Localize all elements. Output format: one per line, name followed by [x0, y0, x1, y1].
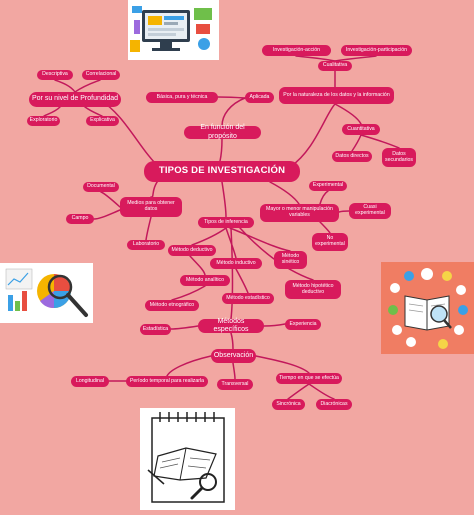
- node-medios[interactable]: Medios para obtener datos: [120, 197, 182, 217]
- node-no-experimental[interactable]: No experimental: [312, 233, 348, 251]
- node-cuasi-experimental[interactable]: Cuasi experimental: [349, 203, 391, 219]
- connector-line: [166, 355, 212, 377]
- node-metodo-hipotetico[interactable]: Método hipotético deductivo: [285, 280, 341, 299]
- connector-line: [229, 227, 291, 252]
- connector-line: [221, 181, 227, 218]
- connector-line: [219, 138, 223, 162]
- node-campo[interactable]: Campo: [66, 214, 94, 224]
- connector-line: [269, 181, 300, 205]
- node-metodo-analitico[interactable]: Método analítico: [180, 275, 230, 286]
- connector-line: [230, 227, 234, 320]
- connector-line: [221, 97, 246, 127]
- connector-line: [191, 227, 227, 246]
- connector-line: [99, 99, 161, 169]
- notebook-with-magnifier-drawing: [140, 408, 235, 510]
- connector-line: [319, 190, 329, 205]
- node-metodo-sinetico[interactable]: Método sinético: [274, 251, 307, 269]
- connector-line: [217, 96, 246, 99]
- node-metodo-etnografico[interactable]: Método etnográfico: [145, 300, 199, 311]
- node-investigacion-participacion[interactable]: Investigación-participación: [341, 45, 412, 56]
- connector-line: [334, 55, 377, 62]
- connector-line: [334, 103, 362, 125]
- connector-line: [170, 325, 199, 330]
- node-metodos-especificos[interactable]: Métodos específicos: [198, 318, 264, 333]
- node-experimental[interactable]: Experimental: [309, 181, 347, 191]
- node-tipos-inferencia[interactable]: Tipos de inferencia: [198, 217, 254, 228]
- node-exploratorio[interactable]: Exploratorio: [27, 116, 60, 126]
- connector-line: [93, 209, 121, 220]
- node-documental[interactable]: Documental: [83, 182, 119, 192]
- study-icons-illustration: [381, 262, 474, 354]
- node-por-naturaleza[interactable]: Por la naturaleza de los datos y la info…: [279, 87, 394, 104]
- node-correlacional[interactable]: Correlacional: [82, 70, 120, 80]
- node-datos-directos[interactable]: Datos directos: [332, 151, 372, 162]
- node-aplicada[interactable]: Aplicada: [245, 92, 274, 103]
- connector-line: [308, 383, 335, 400]
- connector-line: [319, 221, 331, 234]
- connector-line: [43, 106, 61, 117]
- connector-line: [360, 134, 400, 149]
- node-explicativa[interactable]: Explicativa: [86, 116, 119, 126]
- node-basica[interactable]: Básica, pura y técnica: [146, 92, 218, 103]
- node-experiencia[interactable]: Experiencia: [285, 319, 321, 330]
- node-sincronica[interactable]: Sincrónica: [272, 399, 305, 410]
- connector-line: [74, 79, 101, 93]
- connector-line: [289, 103, 336, 168]
- node-descriptiva[interactable]: Descriptiva: [37, 70, 73, 80]
- node-metodo-estadistico[interactable]: Método estadístico: [222, 293, 274, 304]
- connector-line: [239, 227, 314, 281]
- node-transversal[interactable]: Transversal: [217, 379, 253, 390]
- node-metodo-inductivo[interactable]: Método inductivo: [210, 258, 262, 269]
- connector-line: [189, 255, 206, 276]
- connector-line: [287, 383, 310, 400]
- connector-line: [295, 55, 336, 62]
- node-cualitativa[interactable]: Cualitativa: [318, 61, 352, 71]
- node-cuantitativa[interactable]: Cuantitativa: [342, 124, 380, 135]
- node-mayor-menor[interactable]: Mayor o menor manipulación variables: [260, 204, 339, 222]
- connector-line: [338, 210, 350, 213]
- connector-line: [235, 268, 249, 294]
- computer-workspace-illustration: [128, 0, 219, 60]
- node-datos-secundarios[interactable]: Datos secundarios: [382, 148, 416, 167]
- connector-line: [100, 191, 121, 208]
- node-por-nivel[interactable]: Por su nivel de Profundidad: [29, 92, 121, 107]
- connector-line: [255, 355, 310, 374]
- node-investigacion-accion[interactable]: Investigación-acción: [262, 45, 331, 56]
- node-en-funcion[interactable]: En función del propósito: [184, 124, 261, 140]
- node-observacion[interactable]: Observación: [211, 349, 256, 363]
- node-periodo-temporal[interactable]: Período temporal para realizarla: [126, 376, 208, 387]
- connector-lines: [43, 55, 400, 400]
- connector-line: [171, 285, 206, 301]
- central-topic[interactable]: TIPOS DE INVESTIGACIÓN: [144, 161, 300, 182]
- connector-line: [84, 106, 103, 117]
- connector-line: [230, 332, 234, 350]
- charts-and-magnifier-illustration: [0, 263, 93, 323]
- connector-line: [232, 362, 236, 380]
- connector-line: [263, 323, 286, 327]
- node-tiempo-efectua[interactable]: Tiempo en que se efectúa: [276, 373, 342, 384]
- node-longitudinal[interactable]: Longitudinal: [71, 376, 109, 387]
- node-laboratorio[interactable]: Laboratorio: [127, 240, 165, 250]
- connector-line: [145, 216, 152, 241]
- node-diacronicas[interactable]: Diacrónicas: [316, 399, 352, 410]
- connector-line: [54, 79, 76, 93]
- node-estadistica[interactable]: Estadística: [140, 324, 171, 335]
- node-metodo-deductivo[interactable]: Método deductivo: [168, 245, 216, 256]
- connector-line: [351, 134, 362, 152]
